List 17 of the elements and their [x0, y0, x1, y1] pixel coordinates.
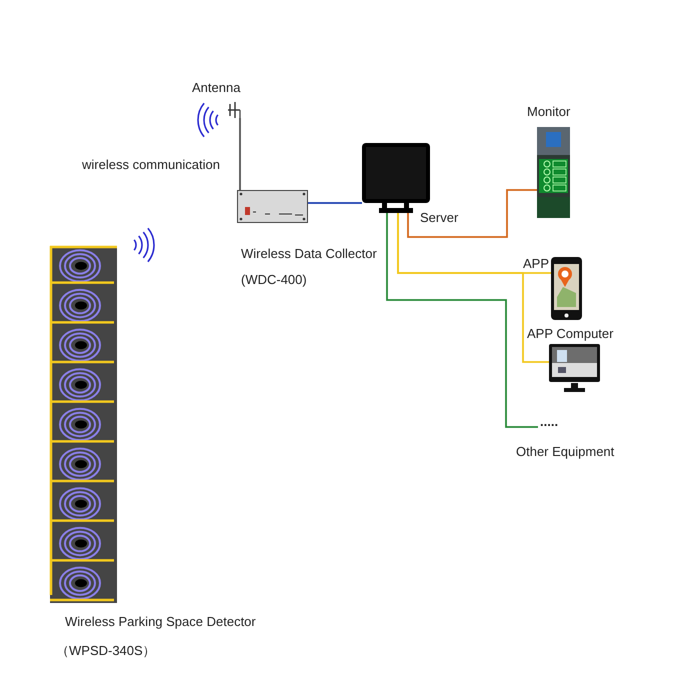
- node-label: （WPSD-340S）: [56, 643, 156, 658]
- node-label: APP Computer: [527, 326, 614, 341]
- node-label: Antenna: [192, 80, 240, 95]
- node-label: Wireless Data Collector: [241, 246, 377, 261]
- node-label: APP: [523, 256, 550, 271]
- node-label: Wireless Parking Space Detector: [65, 614, 256, 629]
- connector-line: [407, 189, 537, 238]
- node-label: Monitor: [527, 104, 570, 119]
- connector-line: [397, 213, 549, 363]
- node-label: (WDC-400): [241, 272, 307, 287]
- connector-line: [308, 202, 362, 204]
- annotation-label: wireless communication: [82, 157, 220, 172]
- ellipsis-text: .....: [540, 414, 558, 429]
- node-label: Server: [420, 210, 458, 225]
- node-label: Other Equipment: [516, 444, 614, 459]
- connector-line: [386, 213, 538, 428]
- connector-line: [239, 118, 241, 190]
